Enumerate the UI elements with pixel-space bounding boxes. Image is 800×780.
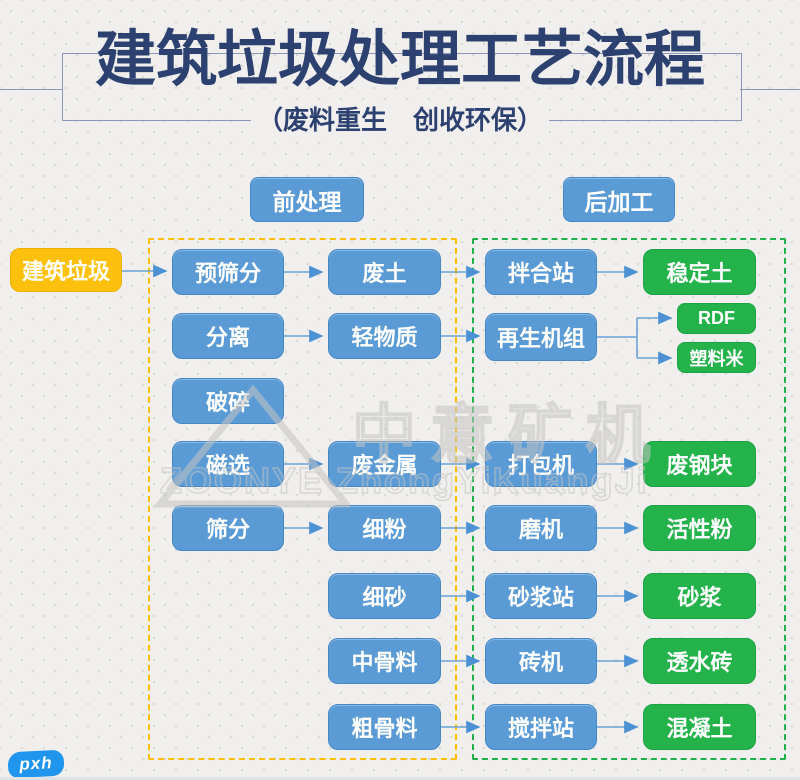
node-rdf: RDF bbox=[677, 303, 756, 334]
node-mortar: 砂浆 bbox=[643, 573, 756, 619]
node-mill: 磨机 bbox=[485, 505, 597, 551]
node-screening: 筛分 bbox=[172, 505, 284, 551]
node-concrete: 混凝土 bbox=[643, 704, 756, 750]
node-waste-soil: 废土 bbox=[328, 249, 441, 295]
node-mixing-station: 拌合站 bbox=[485, 249, 597, 295]
header-rule-left bbox=[0, 89, 62, 90]
page-subtitle-text: （废料重生 创收环保） bbox=[250, 100, 549, 137]
node-fine-powder: 细粉 bbox=[328, 505, 441, 551]
section-post-processing: 后加工 bbox=[563, 177, 675, 222]
node-scrap-metal: 废金属 bbox=[328, 441, 441, 487]
node-permeable-brick: 透水砖 bbox=[643, 638, 756, 684]
page-title: 建筑垃圾处理工艺流程 bbox=[94, 25, 705, 93]
node-coarse-aggregate: 粗骨料 bbox=[328, 704, 441, 750]
post-process-boundary bbox=[472, 238, 786, 760]
node-magnetic-separation: 磁选 bbox=[172, 441, 284, 487]
node-pre-screening: 预筛分 bbox=[172, 249, 284, 295]
node-fine-sand: 细砂 bbox=[328, 573, 441, 619]
pxh-logo: pxh bbox=[7, 749, 65, 779]
bottom-edge-line bbox=[0, 777, 800, 780]
pre-process-boundary bbox=[148, 238, 457, 760]
node-plastic-pellets: 塑料米 bbox=[677, 342, 756, 373]
node-construction-waste: 建筑垃圾 bbox=[10, 248, 122, 292]
node-recycling-unit: 再生机组 bbox=[485, 313, 597, 361]
header-rule-right bbox=[740, 89, 800, 90]
node-crushing: 破碎 bbox=[172, 378, 284, 424]
node-scrap-steel-block: 废钢块 bbox=[643, 441, 756, 487]
node-active-powder: 活性粉 bbox=[643, 505, 756, 551]
node-separation: 分离 bbox=[172, 313, 284, 359]
node-mortar-station: 砂浆站 bbox=[485, 573, 597, 619]
node-light-material: 轻物质 bbox=[328, 313, 441, 359]
section-pre-processing: 前处理 bbox=[250, 177, 364, 222]
page-subtitle: （废料重生 创收环保） bbox=[0, 100, 800, 137]
node-stabilized-soil: 稳定土 bbox=[643, 249, 756, 295]
node-batching-station: 搅拌站 bbox=[485, 704, 597, 750]
node-baler: 打包机 bbox=[485, 441, 597, 487]
node-brick-machine: 砖机 bbox=[485, 638, 597, 684]
node-medium-aggregate: 中骨料 bbox=[328, 638, 441, 684]
